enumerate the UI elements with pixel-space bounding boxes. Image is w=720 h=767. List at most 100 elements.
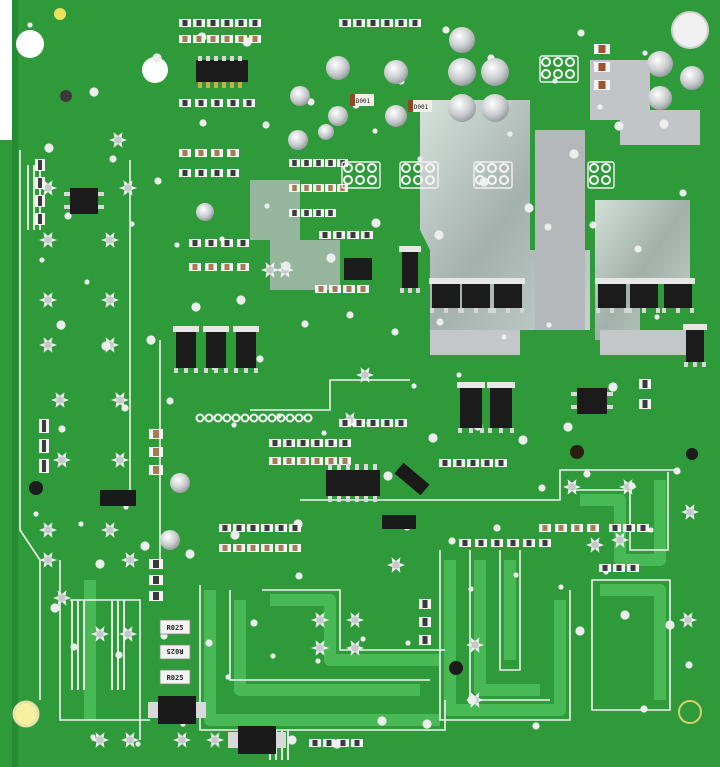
via-pad <box>456 372 462 378</box>
via-pad <box>174 242 180 248</box>
via-pad <box>513 572 519 578</box>
star-joint <box>346 640 364 656</box>
smd-component <box>275 544 287 552</box>
via-pad <box>250 619 258 627</box>
via-pad <box>608 382 618 392</box>
star-joint <box>53 590 71 606</box>
star-joint <box>466 637 484 653</box>
via-pad <box>538 484 546 492</box>
via-pad <box>654 314 660 320</box>
ic-small-left <box>64 188 104 214</box>
mosfet <box>459 278 493 313</box>
mosfet <box>203 326 229 373</box>
via-pad <box>301 320 309 328</box>
via-pad <box>152 53 162 63</box>
smd-component <box>329 285 341 293</box>
star-joint <box>119 626 137 642</box>
diode-marking: D001 <box>356 98 371 105</box>
ic-small-right <box>571 388 613 414</box>
smd-component <box>333 231 345 239</box>
mounting-hole-ring <box>678 700 702 724</box>
smd-component <box>235 35 247 43</box>
via-pad <box>90 734 96 740</box>
pin-header <box>399 161 439 189</box>
smd-component <box>339 19 351 27</box>
mosfet <box>595 278 629 313</box>
via-pad <box>225 674 231 680</box>
ic-small-center <box>344 258 372 280</box>
integrated-circuits <box>64 56 613 502</box>
via-pad <box>27 22 33 28</box>
smd-component <box>205 263 217 271</box>
smd-component <box>211 99 223 107</box>
smd-component <box>211 169 223 177</box>
via-pad <box>135 741 141 747</box>
smd-component <box>269 439 281 447</box>
capacitor-pads <box>160 27 704 550</box>
smd-component <box>325 159 336 167</box>
smd-component <box>35 159 45 171</box>
via-pad <box>665 620 675 630</box>
via-pad <box>264 203 270 209</box>
star-joint <box>119 180 137 196</box>
ic-controller-top <box>196 56 248 88</box>
smd-component <box>325 439 337 447</box>
via-pad <box>326 253 336 263</box>
via-pad <box>634 245 642 253</box>
smd-component <box>243 99 255 107</box>
resistor-marking: R025 <box>167 674 184 682</box>
star-joint <box>91 626 109 642</box>
star-joint <box>387 557 405 573</box>
smd-component <box>289 159 300 167</box>
star-joint <box>101 522 119 538</box>
smd-component <box>639 399 651 409</box>
smd-component <box>594 44 610 54</box>
smd-component <box>261 524 273 532</box>
smd-component <box>367 19 379 27</box>
sense-resistors: R025 R025 R025 <box>159 619 191 685</box>
smd-passives <box>35 19 651 747</box>
via-pad <box>44 143 54 153</box>
via-pad <box>569 149 579 159</box>
resistor-marking: R025 <box>167 624 184 632</box>
mosfet <box>457 382 485 433</box>
via-pad <box>372 128 378 134</box>
smd-component <box>311 457 323 465</box>
via-pad <box>70 643 78 651</box>
smd-component <box>39 419 49 433</box>
star-joint <box>311 612 329 628</box>
smd-component <box>599 564 611 572</box>
smd-component <box>39 439 49 453</box>
via-pad <box>417 156 423 162</box>
smd-component <box>189 239 201 247</box>
smd-component <box>587 524 599 532</box>
via-pad <box>360 636 366 642</box>
via-pad <box>436 318 444 326</box>
smd-component <box>205 239 217 247</box>
board-edge-shade <box>12 0 18 767</box>
via-pad <box>518 435 528 445</box>
smd-component <box>353 19 365 27</box>
smd-component <box>523 539 535 547</box>
mosfet <box>399 246 421 293</box>
star-joint <box>109 132 127 148</box>
through-hole-leads <box>29 90 698 675</box>
round-pads <box>27 22 693 749</box>
smd-component <box>481 459 493 467</box>
power-mosfets <box>173 246 707 433</box>
star-joint <box>111 452 129 468</box>
via-pad <box>673 467 681 475</box>
via-pad <box>78 521 84 527</box>
via-pad <box>642 50 648 56</box>
via-pad <box>231 422 237 428</box>
smd-component <box>35 195 45 207</box>
smd-component <box>623 524 635 532</box>
via-pad <box>448 537 456 545</box>
resistor-marking: R025 <box>167 647 184 655</box>
via-pad <box>58 425 66 433</box>
smd-component <box>179 169 191 177</box>
via-pad <box>84 279 90 285</box>
smd-component <box>193 19 205 27</box>
smd-component <box>639 379 651 389</box>
smd-component <box>247 544 259 552</box>
